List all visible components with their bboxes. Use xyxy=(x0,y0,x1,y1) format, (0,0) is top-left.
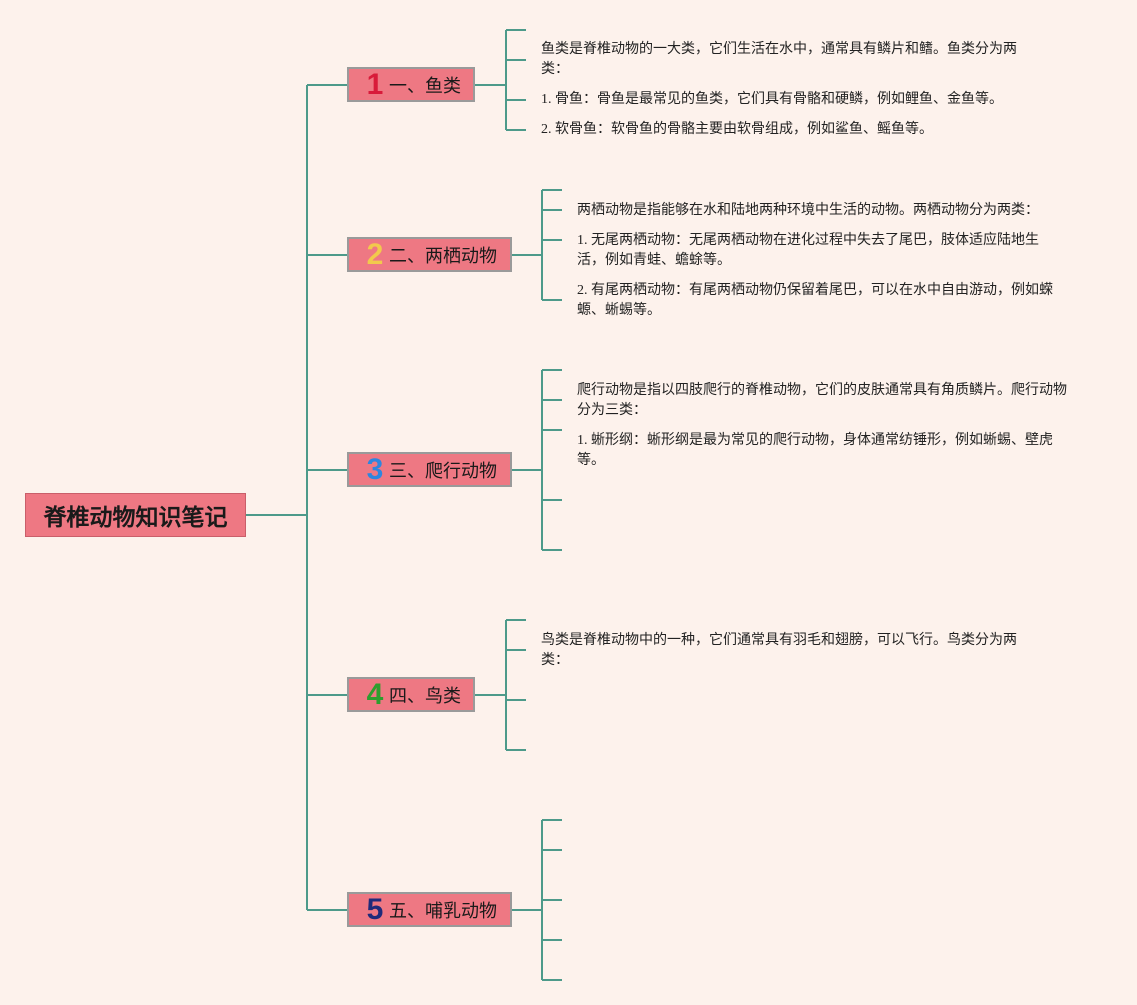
note-text: 2. 软骨鱼：软骨鱼的骨骼主要由软骨组成，例如鲨鱼、鳐鱼等。 xyxy=(541,122,933,137)
topic-title: 五、哺乳动物 xyxy=(389,900,497,921)
topic-title: 四、鸟类 xyxy=(389,685,461,706)
note-text: 两栖动物是指能够在水和陆地两种环境中生活的动物。两栖动物分为两类： xyxy=(577,203,1039,218)
topic-number-badge: 2 xyxy=(366,237,384,271)
note-text: 1. 蜥形纲：蜥形纲是最为常见的爬行动物，身体通常纺锤形，例如蜥蜴、壁虎等。 xyxy=(577,433,1053,468)
note-text: 鸟类是脊椎动物中的一种，它们通常具有羽毛和翅膀，可以飞行。鸟类分为两类： xyxy=(541,633,1017,668)
root-title: 脊椎动物知识笔记 xyxy=(43,504,228,530)
topic-number-badge: 3 xyxy=(366,452,384,486)
note-text: 鱼类是脊椎动物的一大类，它们生活在水中，通常具有鳞片和鳍。鱼类分为两类： xyxy=(541,42,1017,77)
topic-title: 二、两栖动物 xyxy=(389,245,497,266)
topic-number-badge: 1 xyxy=(366,67,384,101)
topic-number-badge: 4 xyxy=(366,677,384,711)
topic-title: 一、鱼类 xyxy=(389,75,461,96)
note-text: 2. 有尾两栖动物：有尾两栖动物仍保留着尾巴，可以在水中自由游动，例如蝾螈、蜥蜴… xyxy=(577,283,1053,318)
root-node[interactable]: 脊椎动物知识笔记 xyxy=(25,493,246,537)
topic-title: 三、爬行动物 xyxy=(389,460,497,481)
note-text: 爬行动物是指以四肢爬行的脊椎动物，它们的皮肤通常具有角质鳞片。爬行动物分为三类： xyxy=(577,383,1067,418)
note-text: 1. 骨鱼：骨鱼是最常见的鱼类，它们具有骨骼和硬鳞，例如鲤鱼、金鱼等。 xyxy=(541,92,1003,107)
topic-number-badge: 5 xyxy=(366,892,384,926)
note-text: 1. 无尾两栖动物：无尾两栖动物在进化过程中失去了尾巴，肢体适应陆地生活，例如青… xyxy=(577,233,1039,268)
